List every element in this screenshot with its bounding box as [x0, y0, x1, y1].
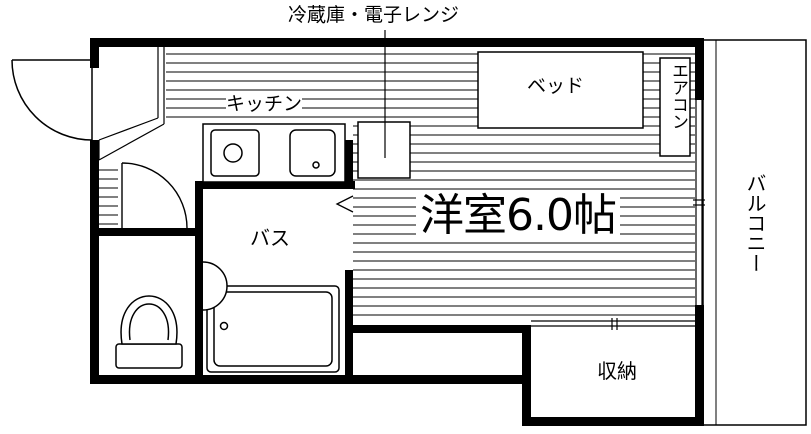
entry-shelf	[98, 47, 165, 161]
outer-walls	[90, 38, 704, 426]
storage-sliding-door	[531, 318, 695, 330]
balcony-window	[693, 100, 705, 305]
fridge-icon	[357, 121, 411, 179]
balcony-label: バルコニー	[743, 173, 767, 273]
air-conditioner-icon	[659, 57, 691, 157]
bath-label: バス	[250, 226, 290, 250]
bed-label: ベッド	[527, 75, 585, 97]
western-room-label: 洋室6.0帖	[416, 194, 620, 238]
entrance-door	[11, 59, 93, 141]
storage-label: 収納	[597, 359, 637, 383]
balcony-outline	[702, 39, 807, 426]
kitchen-counter	[202, 123, 346, 183]
fridge-range-label: 冷蔵庫・電子レンジ	[288, 4, 460, 26]
toilet-icon	[115, 295, 183, 369]
air-conditioner-label: エアコン	[668, 62, 688, 130]
bed-icon	[477, 51, 644, 129]
kitchen-label: キッチン	[226, 93, 303, 115]
bathtub-icon	[202, 261, 340, 373]
bath-door-marker	[335, 195, 354, 213]
toilet-door	[121, 162, 188, 229]
interior-walls	[94, 140, 355, 381]
